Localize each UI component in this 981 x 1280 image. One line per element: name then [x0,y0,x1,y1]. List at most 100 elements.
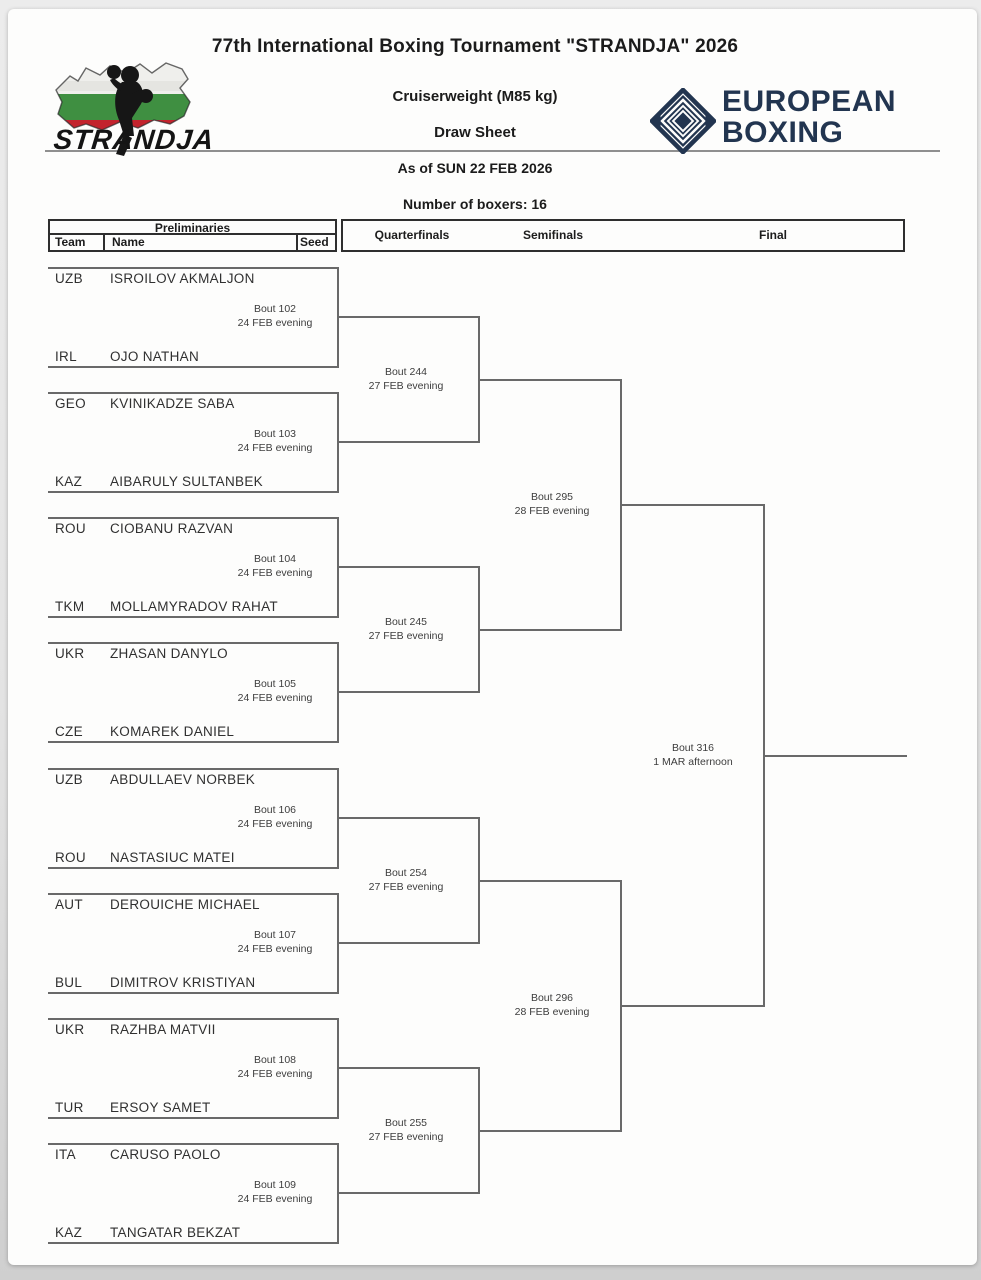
boxers-count: Number of boxers: 16 [403,196,547,212]
bout-number: Bout 107 [253,929,297,941]
bout-date: 28 FEB evening [514,504,590,517]
bout-number: Bout 295 [530,491,574,503]
boxer-row: UKR RAZHBA MATVII [48,1022,337,1038]
boxer-row: GEO KVINIKADZE SABA [48,396,337,412]
qf4-winner-line [478,1130,620,1132]
sf2-winner-line [620,1005,763,1007]
name-seed-divider [296,234,298,250]
boxer-team: ITA [55,1147,76,1162]
header-divider [45,150,940,152]
bout-date: 24 FEB evening [237,316,313,329]
match6-bottom-line [48,992,339,994]
boxer-team: ROU [55,521,86,536]
european-boxing-wordmark: EUROPEAN BOXING [722,86,896,148]
match4-top-line [48,642,339,644]
ring-diamond-icon [648,86,718,156]
match1-top-line [48,267,339,269]
bout-number: Bout 106 [253,804,297,816]
boxer-name: TANGATAR BEKZAT [110,1225,241,1240]
bout-number: Bout 245 [384,616,428,628]
bout-date: 1 MAR afternoon [653,755,733,768]
boxer-team: TUR [55,1100,84,1115]
match2-bottom-line [48,491,339,493]
column-quarterfinals: Quarterfinals [374,228,450,242]
qf3-winner-line [478,880,620,882]
bout-number: Bout 296 [530,992,574,1004]
boxer-team: UZB [55,271,83,286]
boxer-row: UZB ISROILOV AKMALJON [48,271,337,287]
boxer-team: UKR [55,646,85,661]
bout-number: Bout 102 [253,303,297,315]
column-seed: Seed [300,235,329,249]
match7-bottom-line [48,1117,339,1119]
boxer-team: UKR [55,1022,85,1037]
preliminaries-header-divider [48,233,337,235]
boxer-team: KAZ [55,474,83,489]
bout-number: Bout 103 [253,428,297,440]
weight-class: Cruiserweight (M85 kg) [392,88,558,105]
bout-number: Bout 109 [253,1179,297,1191]
sheet-type: Draw Sheet [434,124,516,141]
boxer-name: ISROILOV AKMALJON [110,271,255,286]
match2-top-line [48,392,339,394]
bout-date: 24 FEB evening [237,1192,313,1205]
match1-bottom-line [48,366,339,368]
boxer-name: CARUSO PAOLO [110,1147,221,1162]
match6-winner-line [337,942,478,944]
boxer-name: RAZHBA MATVII [110,1022,216,1037]
qf2-winner-line [478,629,620,631]
boxer-row: ROU NASTASIUC MATEI [48,850,337,866]
bout-number: Bout 108 [253,1054,297,1066]
boxer-name: KVINIKADZE SABA [110,396,235,411]
final-winner-line [763,755,907,757]
rounds-header-box [341,219,905,252]
match2-winner-line [337,441,478,443]
match5-winner-line [337,817,478,819]
column-semifinals: Semifinals [522,228,584,242]
match3-top-line [48,517,339,519]
preliminaries-header-box [48,219,337,252]
bout-date: 24 FEB evening [237,441,313,454]
match7-winner-line [337,1067,478,1069]
bout-date: 27 FEB evening [368,1130,444,1143]
bout-number: Bout 255 [384,1117,428,1129]
boxer-team: GEO [55,396,86,411]
bout-number: Bout 316 [671,742,715,754]
bout-date: 27 FEB evening [368,880,444,893]
bout-date: 24 FEB evening [237,942,313,955]
european-word: EUROPEAN [722,85,897,118]
match8-top-line [48,1143,339,1145]
boxer-name: KOMAREK DANIEL [110,724,235,739]
boxer-name: AIBARULY SULTANBEK [110,474,263,489]
bout-date: 24 FEB evening [237,1067,313,1080]
boxer-team: UZB [55,772,83,787]
boxer-team: ROU [55,850,86,865]
column-name: Name [112,235,145,249]
bout-date: 24 FEB evening [237,566,313,579]
match1-winner-line [337,316,478,318]
match8-winner-line [337,1192,478,1194]
match3-winner-line [337,566,478,568]
match5-bottom-line [48,867,339,869]
strandja-wordmark: STRANDJA [52,124,216,155]
as-of-date: As of SUN 22 FEB 2026 [397,160,553,176]
boxer-name: NASTASIUC MATEI [110,850,235,865]
boxer-team: CZE [55,724,83,739]
strandja-logo: STRANDJA [44,58,219,163]
